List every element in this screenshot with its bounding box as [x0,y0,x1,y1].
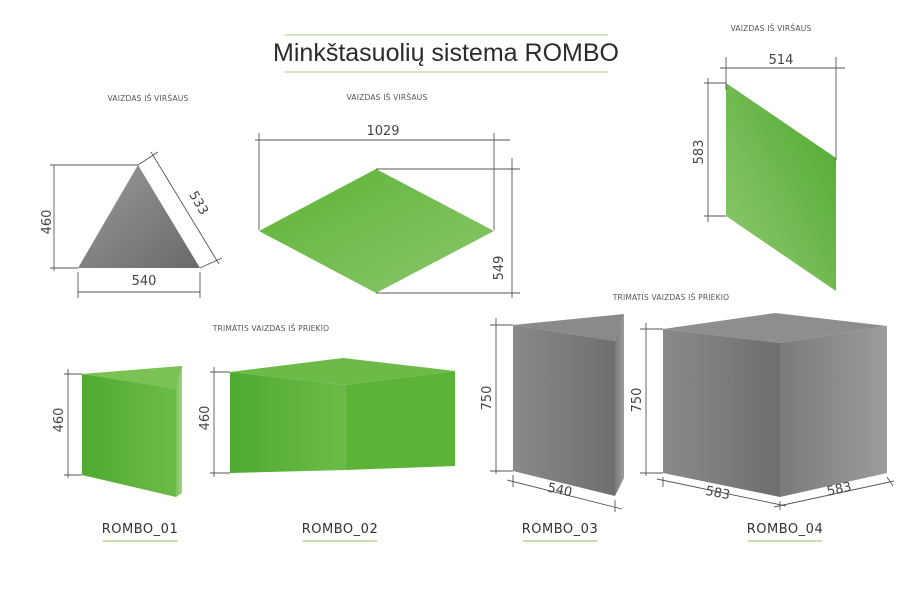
rombo-04-front-face [663,329,780,497]
dim-line-triangle-side [150,151,220,265]
dim-rhombus-width: 1029 [366,124,399,139]
parallelogram-shape [726,83,836,291]
rombo-03-label: ROMBO_03 [522,522,598,537]
caption-3d-front-left: TRIMATIS VAIZDAS IŠ PRIEKIO [212,324,330,333]
caption-top-view-triangle: VAIZDAS IŠ VIRŠAUS [108,94,189,103]
dim-rombo-03-side: 540 [546,481,573,501]
dim-rombo-04-side-a: 583 [704,484,731,503]
rombo-02-front-face [230,372,346,473]
rombo-03-3d: 750 540 ROMBO_03 [480,314,624,542]
dim-parallelogram-width: 514 [769,53,794,68]
dim-triangle-base: 540 [132,274,157,289]
triangle-top-view: 460 540 533 [40,151,223,298]
rombo-04-label: ROMBO_04 [747,522,823,537]
rombo-01-label: ROMBO_01 [102,522,178,537]
parallelogram-top-view: 514 583 [692,53,845,291]
dim-rhombus-depth: 549 [492,256,507,281]
dim-triangle-side: 533 [185,189,210,218]
triangle-shape [78,165,200,268]
rombo-01-3d: 460 ROMBO_01 [52,366,182,542]
dim-rombo-02-height: 460 [198,406,213,431]
dim-parallelogram-height: 583 [692,140,707,165]
page-title: Minkštasuolių sistema ROMBO [273,39,619,67]
rombo-01-front-face [82,374,176,497]
rhombus-top-view: 1029 549 [255,124,520,298]
rombo-02-top-face [230,358,455,385]
rhombus-shape [259,169,494,293]
dim-rombo-04-side-b: 583 [826,480,853,500]
dim-rombo-04-height: 750 [630,388,645,413]
dim-rombo-03-height: 750 [480,386,495,411]
caption-3d-front-right: TRIMATIS VAIZDAS IŠ PRIEKIO [612,293,730,302]
rombo-03-front-face [513,325,615,496]
rombo-02-3d: 460 ROMBO_02 [198,358,455,542]
dim-line-rombo-04-side-b [773,480,895,508]
caption-top-view-rhombus: VAIZDAS IŠ VIRŠAUS [347,93,428,102]
dim-triangle-height: 460 [40,210,55,235]
rombo-04-side-face [780,326,887,497]
rombo-02-label: ROMBO_02 [302,522,378,537]
dim-rombo-01-height: 460 [52,408,67,433]
dim-line-rombo-03-side [506,479,623,510]
rombo-04-3d: 750 583 583 ROMBO_04 [630,313,895,542]
rombo-04-top-face [663,313,887,343]
caption-top-view-parallelogram: VAIZDAS IŠ VIRŠAUS [731,24,812,33]
dim-line-rombo-04-side-a [656,478,787,507]
rombo-02-side-face [346,371,455,470]
